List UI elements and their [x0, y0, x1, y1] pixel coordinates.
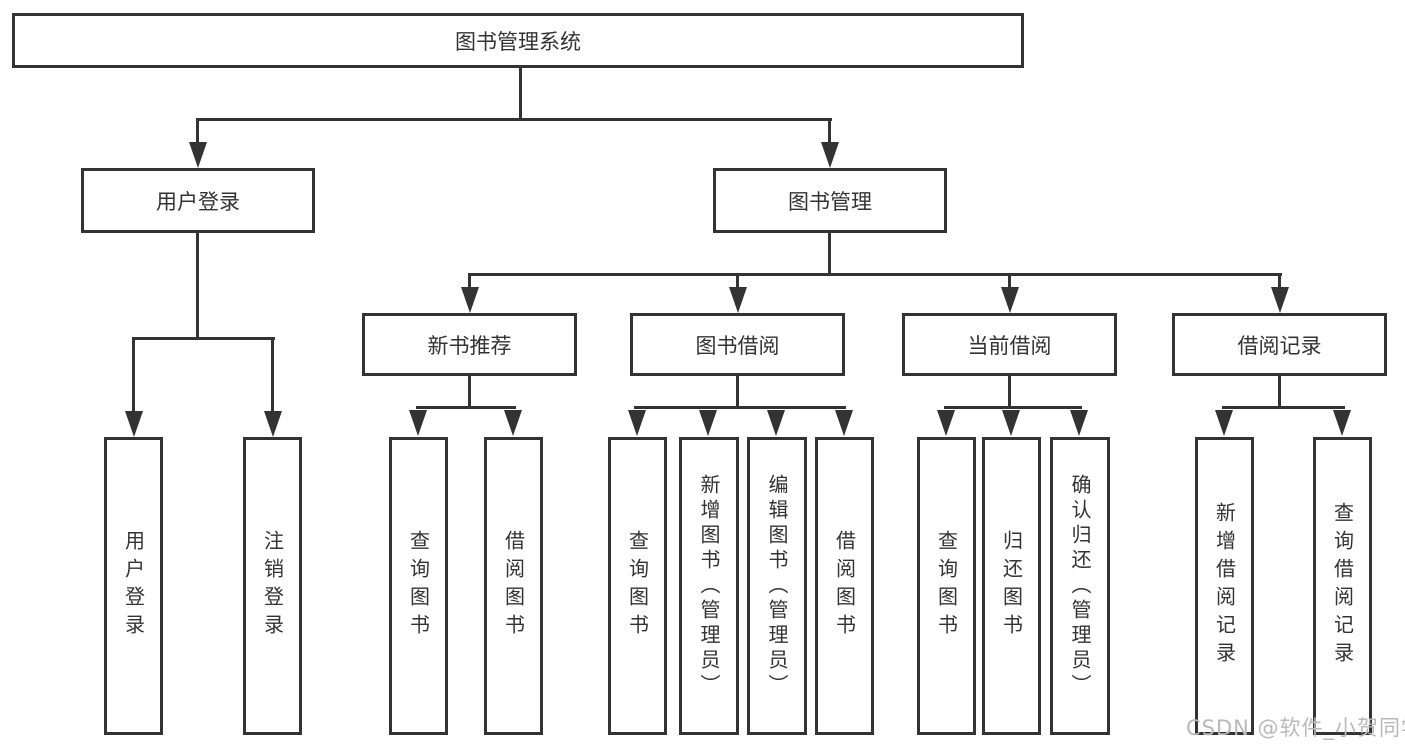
node-root-label: 图书管理系统 [455, 29, 581, 54]
connector-bookborrow-stem [736, 376, 739, 408]
leaf-nb-borrow-books: 借阅图书 [484, 437, 543, 735]
arrowhead-book-borrow [729, 287, 747, 313]
node-current-borrow: 当前借阅 [902, 313, 1117, 376]
arrowhead-bb-borrow [835, 410, 853, 436]
connector-currentborrow-branch [944, 406, 1082, 409]
leaf-bb-borrow-books: 借阅图书 [815, 437, 874, 735]
leaf-cb-query-books: 查询图书 [917, 437, 976, 735]
leaf-logout: 注销登录 [243, 437, 302, 735]
leaf-bb-query-books-label: 查询图书 [625, 530, 650, 642]
leaf-br-add-record-label: 新增借阅记录 [1212, 502, 1237, 670]
arrowhead-new-book [461, 287, 479, 313]
node-borrow-record-label: 借阅记录 [1237, 333, 1322, 358]
node-book-borrow: 图书借阅 [630, 313, 845, 376]
leaf-br-add-record: 新增借阅记录 [1195, 437, 1254, 735]
leaf-br-query-record: 查询借阅记录 [1313, 437, 1372, 735]
connector-drop-leaf-logout [271, 337, 274, 413]
leaf-cb-confirm-return: 确认归还（管理员） [1050, 437, 1110, 735]
arrowhead-book-mgmt [821, 142, 839, 168]
leaf-user-login-label: 用户登录 [121, 530, 146, 642]
node-new-book-rec-label: 新书推荐 [427, 333, 512, 358]
leaf-bb-edit-books-label: 编辑图书（管理员） [765, 473, 789, 699]
connector-borrowrecord-stem [1278, 376, 1281, 408]
connector-drop-current-borrow [1008, 273, 1011, 291]
connector-user-branch [132, 337, 275, 340]
connector-bookborrow-branch [634, 406, 846, 409]
arrowhead-current-borrow [1001, 287, 1019, 313]
node-book-mgmt-label: 图书管理 [788, 189, 872, 214]
connector-drop-new-book [468, 273, 471, 291]
node-user-login: 用户登录 [81, 168, 315, 233]
connector-drop-leaf-login [132, 337, 135, 413]
connector-drop-borrow-record [1278, 273, 1281, 291]
leaf-bb-edit-books: 编辑图书（管理员） [747, 437, 807, 735]
arrowhead-bb-edit [767, 410, 785, 436]
node-user-login-label: 用户登录 [156, 189, 240, 214]
connector-user-stem [196, 233, 199, 337]
leaf-bb-query-books: 查询图书 [608, 437, 667, 735]
leaf-nb-query-books: 查询图书 [389, 437, 448, 735]
connector-root-trunk [519, 68, 522, 118]
arrowhead-leaf-login [125, 411, 143, 437]
node-root: 图书管理系统 [12, 13, 1024, 68]
node-book-borrow-label: 图书借阅 [695, 333, 780, 358]
arrowhead-leaf-logout [264, 411, 282, 437]
leaf-bb-add-books: 新增图书（管理员） [679, 437, 739, 735]
arrowhead-nb-query [409, 410, 427, 436]
connector-drop-book-mgmt [828, 118, 831, 146]
connector-drop-book-borrow [736, 273, 739, 291]
leaf-cb-return-books: 归还图书 [982, 437, 1041, 735]
arrowhead-cb-return [1002, 410, 1020, 436]
leaf-cb-return-books-label: 归还图书 [999, 530, 1024, 642]
arrowhead-br-query [1333, 410, 1351, 436]
arrowhead-cb-query [937, 410, 955, 436]
csdn-watermark: CSDN @软件_小贺同学 [1186, 716, 1405, 740]
leaf-bb-add-books-label: 新增图书（管理员） [697, 473, 721, 699]
leaf-cb-query-books-label: 查询图书 [934, 530, 959, 642]
leaf-nb-query-books-label: 查询图书 [406, 530, 431, 642]
connector-bookmgmt-stem [828, 233, 831, 275]
leaf-cb-confirm-return-label: 确认归还（管理员） [1068, 473, 1092, 699]
connector-borrowrecord-branch [1222, 406, 1345, 409]
node-new-book-rec: 新书推荐 [362, 313, 577, 376]
arrowhead-cb-confirm [1070, 410, 1088, 436]
connector-level2-branch [196, 118, 832, 121]
leaf-br-query-record-label: 查询借阅记录 [1330, 502, 1355, 670]
arrowhead-nb-borrow [504, 410, 522, 436]
arrowhead-user-login [189, 142, 207, 168]
leaf-nb-borrow-books-label: 借阅图书 [501, 530, 526, 642]
arrowhead-borrow-record [1271, 287, 1289, 313]
connector-newbook-stem [468, 376, 471, 408]
connector-newbook-branch [416, 406, 516, 409]
node-current-borrow-label: 当前借阅 [967, 333, 1052, 358]
leaf-logout-label: 注销登录 [260, 530, 285, 642]
node-borrow-record: 借阅记录 [1172, 313, 1387, 376]
connector-currentborrow-stem [1008, 376, 1011, 408]
leaf-bb-borrow-books-label: 借阅图书 [832, 530, 857, 642]
arrowhead-br-add [1215, 410, 1233, 436]
arrowhead-bb-add [699, 410, 717, 436]
connector-level3-branch [468, 273, 1282, 276]
connector-drop-user-login [196, 118, 199, 146]
node-book-mgmt: 图书管理 [713, 168, 947, 233]
arrowhead-bb-query [628, 410, 646, 436]
leaf-user-login: 用户登录 [104, 437, 163, 735]
